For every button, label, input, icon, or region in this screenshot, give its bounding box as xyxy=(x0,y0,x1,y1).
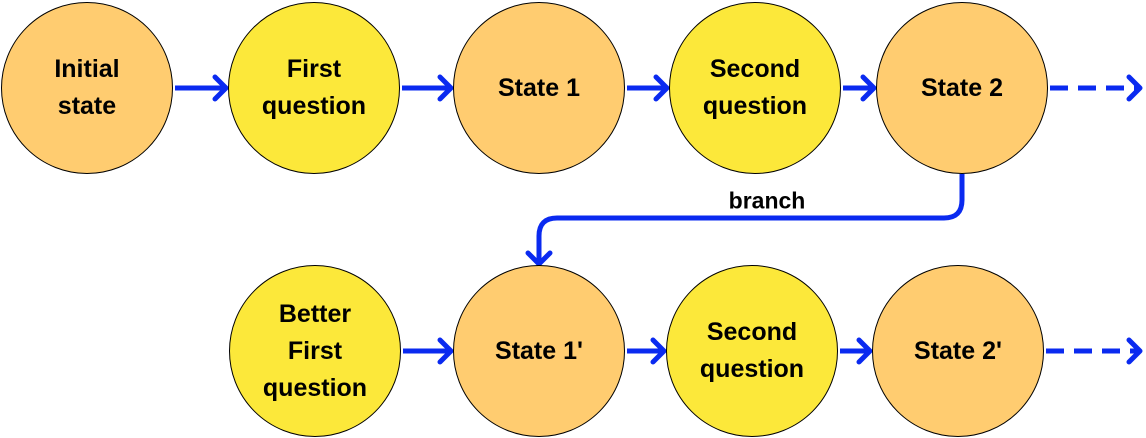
node-state-1-prime: State 1' xyxy=(453,265,625,437)
node-label: Second question xyxy=(702,55,808,120)
node-label: State 2 xyxy=(921,73,1003,102)
edges-layer xyxy=(175,74,1143,365)
edge-state-1-to-second-question-top-head xyxy=(653,74,670,102)
node-better-first-question: Better First question xyxy=(229,265,401,437)
edge-better-first-question-to-state-1-prime-head xyxy=(437,337,454,365)
edge-state-2-to-state-1-prime-head xyxy=(525,250,553,267)
node-second-question-top: Second question xyxy=(669,2,841,174)
node-label: State 1 xyxy=(498,73,580,102)
node-label: Better First question xyxy=(262,299,368,402)
edge-second-question-bottom-to-state-2-prime-head xyxy=(856,337,873,365)
edge-state-1-prime-to-second-question-bottom-head xyxy=(650,337,667,365)
node-label: Second question xyxy=(699,318,805,383)
edge-initial-state-to-first-question-head xyxy=(212,74,229,102)
node-first-question: First question xyxy=(228,2,400,174)
node-state-1: State 1 xyxy=(453,2,625,174)
node-label: State 2' xyxy=(914,336,1002,365)
edge-state-2-prime-to-continuation-head xyxy=(1126,337,1143,365)
node-state-2: State 2 xyxy=(876,2,1048,174)
node-state-2-prime: State 2' xyxy=(872,265,1044,437)
edge-second-question-top-to-state-2-head xyxy=(860,74,877,102)
edge-state-2-to-state-1-prime xyxy=(536,174,965,262)
node-initial-state: Initial state xyxy=(1,2,173,174)
edge-first-question-to-state-1-head xyxy=(437,74,454,102)
node-label: State 1' xyxy=(495,336,583,365)
node-second-question-bottom: Second question xyxy=(666,265,838,437)
branch-label: branch xyxy=(728,187,806,214)
node-label: Initial state xyxy=(54,55,120,120)
edge-state-2-to-continuation-head xyxy=(1126,74,1143,102)
node-label: First question xyxy=(261,55,367,120)
